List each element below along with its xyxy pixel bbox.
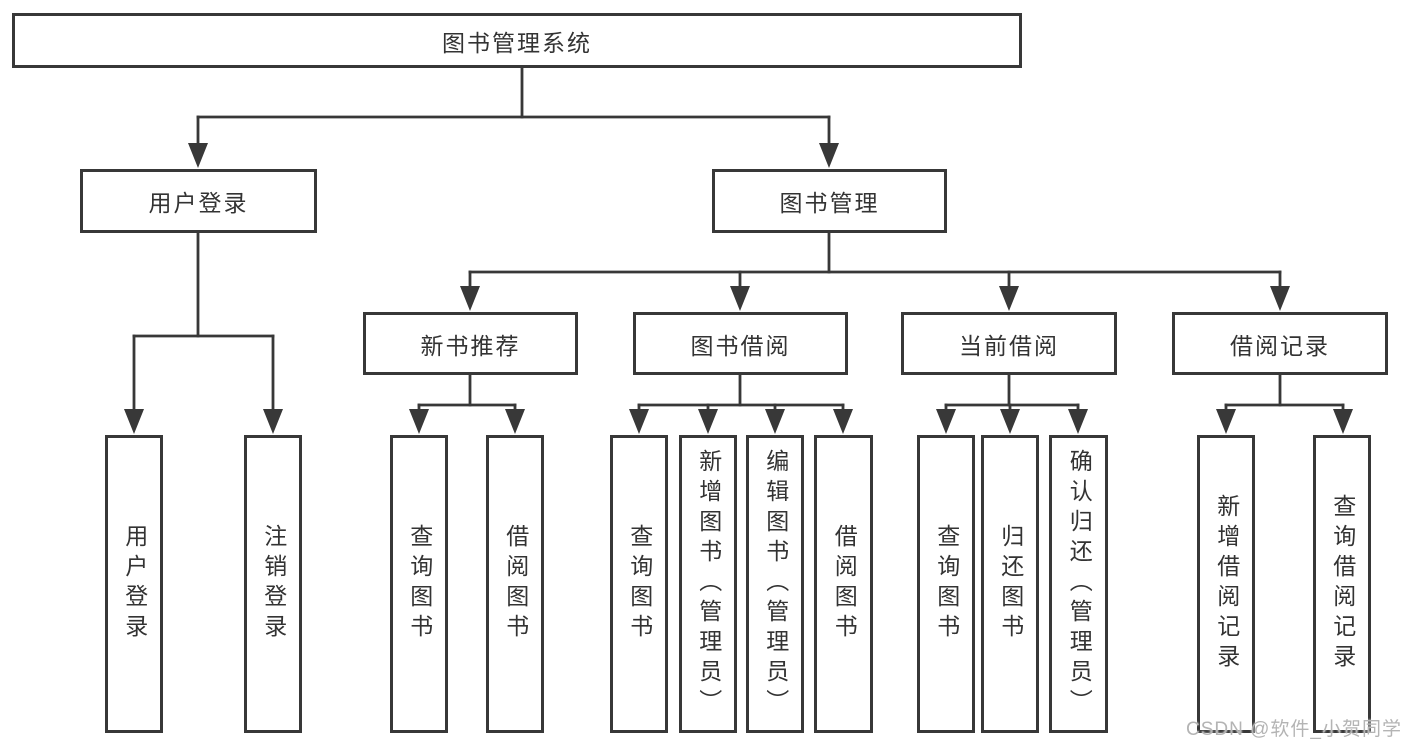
csdn-watermark: CSDN @软件_小贺同学 [1186, 719, 1402, 740]
leaf-query-books: 查询图书 [390, 435, 448, 733]
leaf-label: 新增图书（管理员） [695, 449, 722, 719]
leaf-label: 查询图书 [933, 524, 960, 644]
leaf-borrow-books: 借阅图书 [486, 435, 544, 733]
leaf-label: 借阅图书 [831, 524, 858, 644]
leaf-add-borrow-record: 新增借阅记录 [1197, 435, 1255, 733]
node-label: 新书推荐 [420, 332, 521, 359]
node-new-book-recommendation: 新书推荐 [363, 312, 578, 375]
node-borrowing-records: 借阅记录 [1172, 312, 1388, 375]
node-user-login: 用户登录 [80, 169, 317, 233]
leaf-label: 编辑图书（管理员） [762, 449, 789, 719]
leaf-edit-book-admin: 编辑图书（管理员） [746, 435, 804, 733]
node-label: 图书管理系统 [442, 29, 592, 56]
leaf-label: 注销登录 [260, 524, 287, 644]
node-label: 图书借阅 [690, 332, 791, 359]
leaf-label: 查询借阅记录 [1329, 494, 1356, 674]
leaf-label: 新增借阅记录 [1213, 494, 1240, 674]
leaf-logout: 注销登录 [244, 435, 302, 733]
leaf-label: 查询图书 [626, 524, 653, 644]
leaf-label: 归还图书 [997, 524, 1024, 644]
leaf-label: 用户登录 [121, 524, 148, 644]
node-label: 图书管理 [779, 190, 880, 216]
leaf-user-login: 用户登录 [105, 435, 163, 733]
leaf-label: 借阅图书 [502, 524, 529, 644]
node-library-management-system: 图书管理系统 [12, 13, 1022, 68]
leaf-label: 确认归还（管理员） [1066, 449, 1093, 719]
node-book-borrowing: 图书借阅 [633, 312, 848, 375]
leaf-confirm-return-admin: 确认归还（管理员） [1049, 435, 1108, 733]
leaf-query-borrow-record: 查询借阅记录 [1313, 435, 1371, 733]
node-label: 当前借阅 [959, 332, 1059, 359]
leaf-add-book-admin: 新增图书（管理员） [679, 435, 737, 733]
leaf-query-books-3: 查询图书 [917, 435, 975, 733]
node-book-management: 图书管理 [712, 169, 947, 233]
node-current-borrowing: 当前借阅 [901, 312, 1117, 375]
leaf-borrow-books-2: 借阅图书 [814, 435, 873, 733]
node-label: 借阅记录 [1230, 332, 1330, 359]
leaf-label: 查询图书 [406, 524, 433, 644]
node-label: 用户登录 [148, 190, 249, 216]
leaf-return-books: 归还图书 [981, 435, 1039, 733]
leaf-query-books-2: 查询图书 [610, 435, 668, 733]
